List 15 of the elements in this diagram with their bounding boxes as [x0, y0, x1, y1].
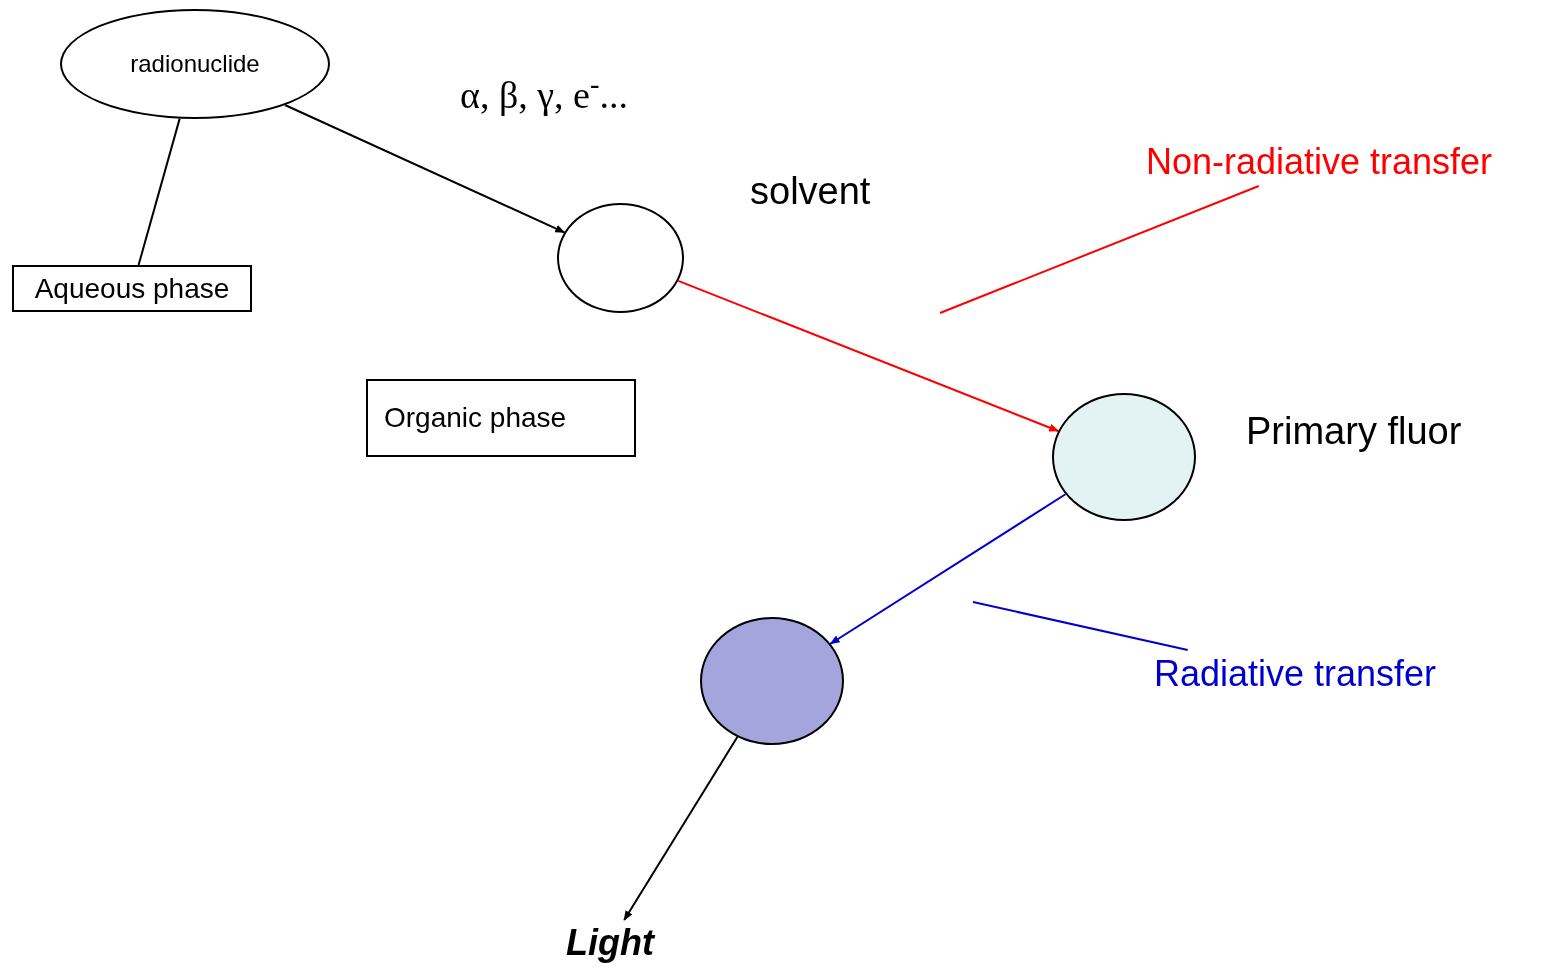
label-box: Aqueous phase: [12, 265, 252, 312]
output-label: Light: [555, 920, 665, 966]
radiation-types-label: α, β, γ, e$^{-}$...: [460, 72, 628, 118]
leader-line: [939, 185, 1260, 314]
node-caption: Primary fluor: [1246, 409, 1462, 454]
arrow: [829, 493, 1067, 645]
leader-line: [972, 601, 1189, 651]
ellipse-node: radionuclide: [60, 9, 330, 119]
label-box: Organic phase: [366, 379, 636, 457]
process-label: Non-radiative transfer: [1095, 138, 1543, 186]
arrow: [623, 736, 739, 921]
arrow: [283, 104, 566, 234]
arrow: [677, 279, 1060, 432]
process-label: Radiative transfer: [1115, 650, 1475, 698]
node-caption: solvent: [750, 169, 871, 214]
